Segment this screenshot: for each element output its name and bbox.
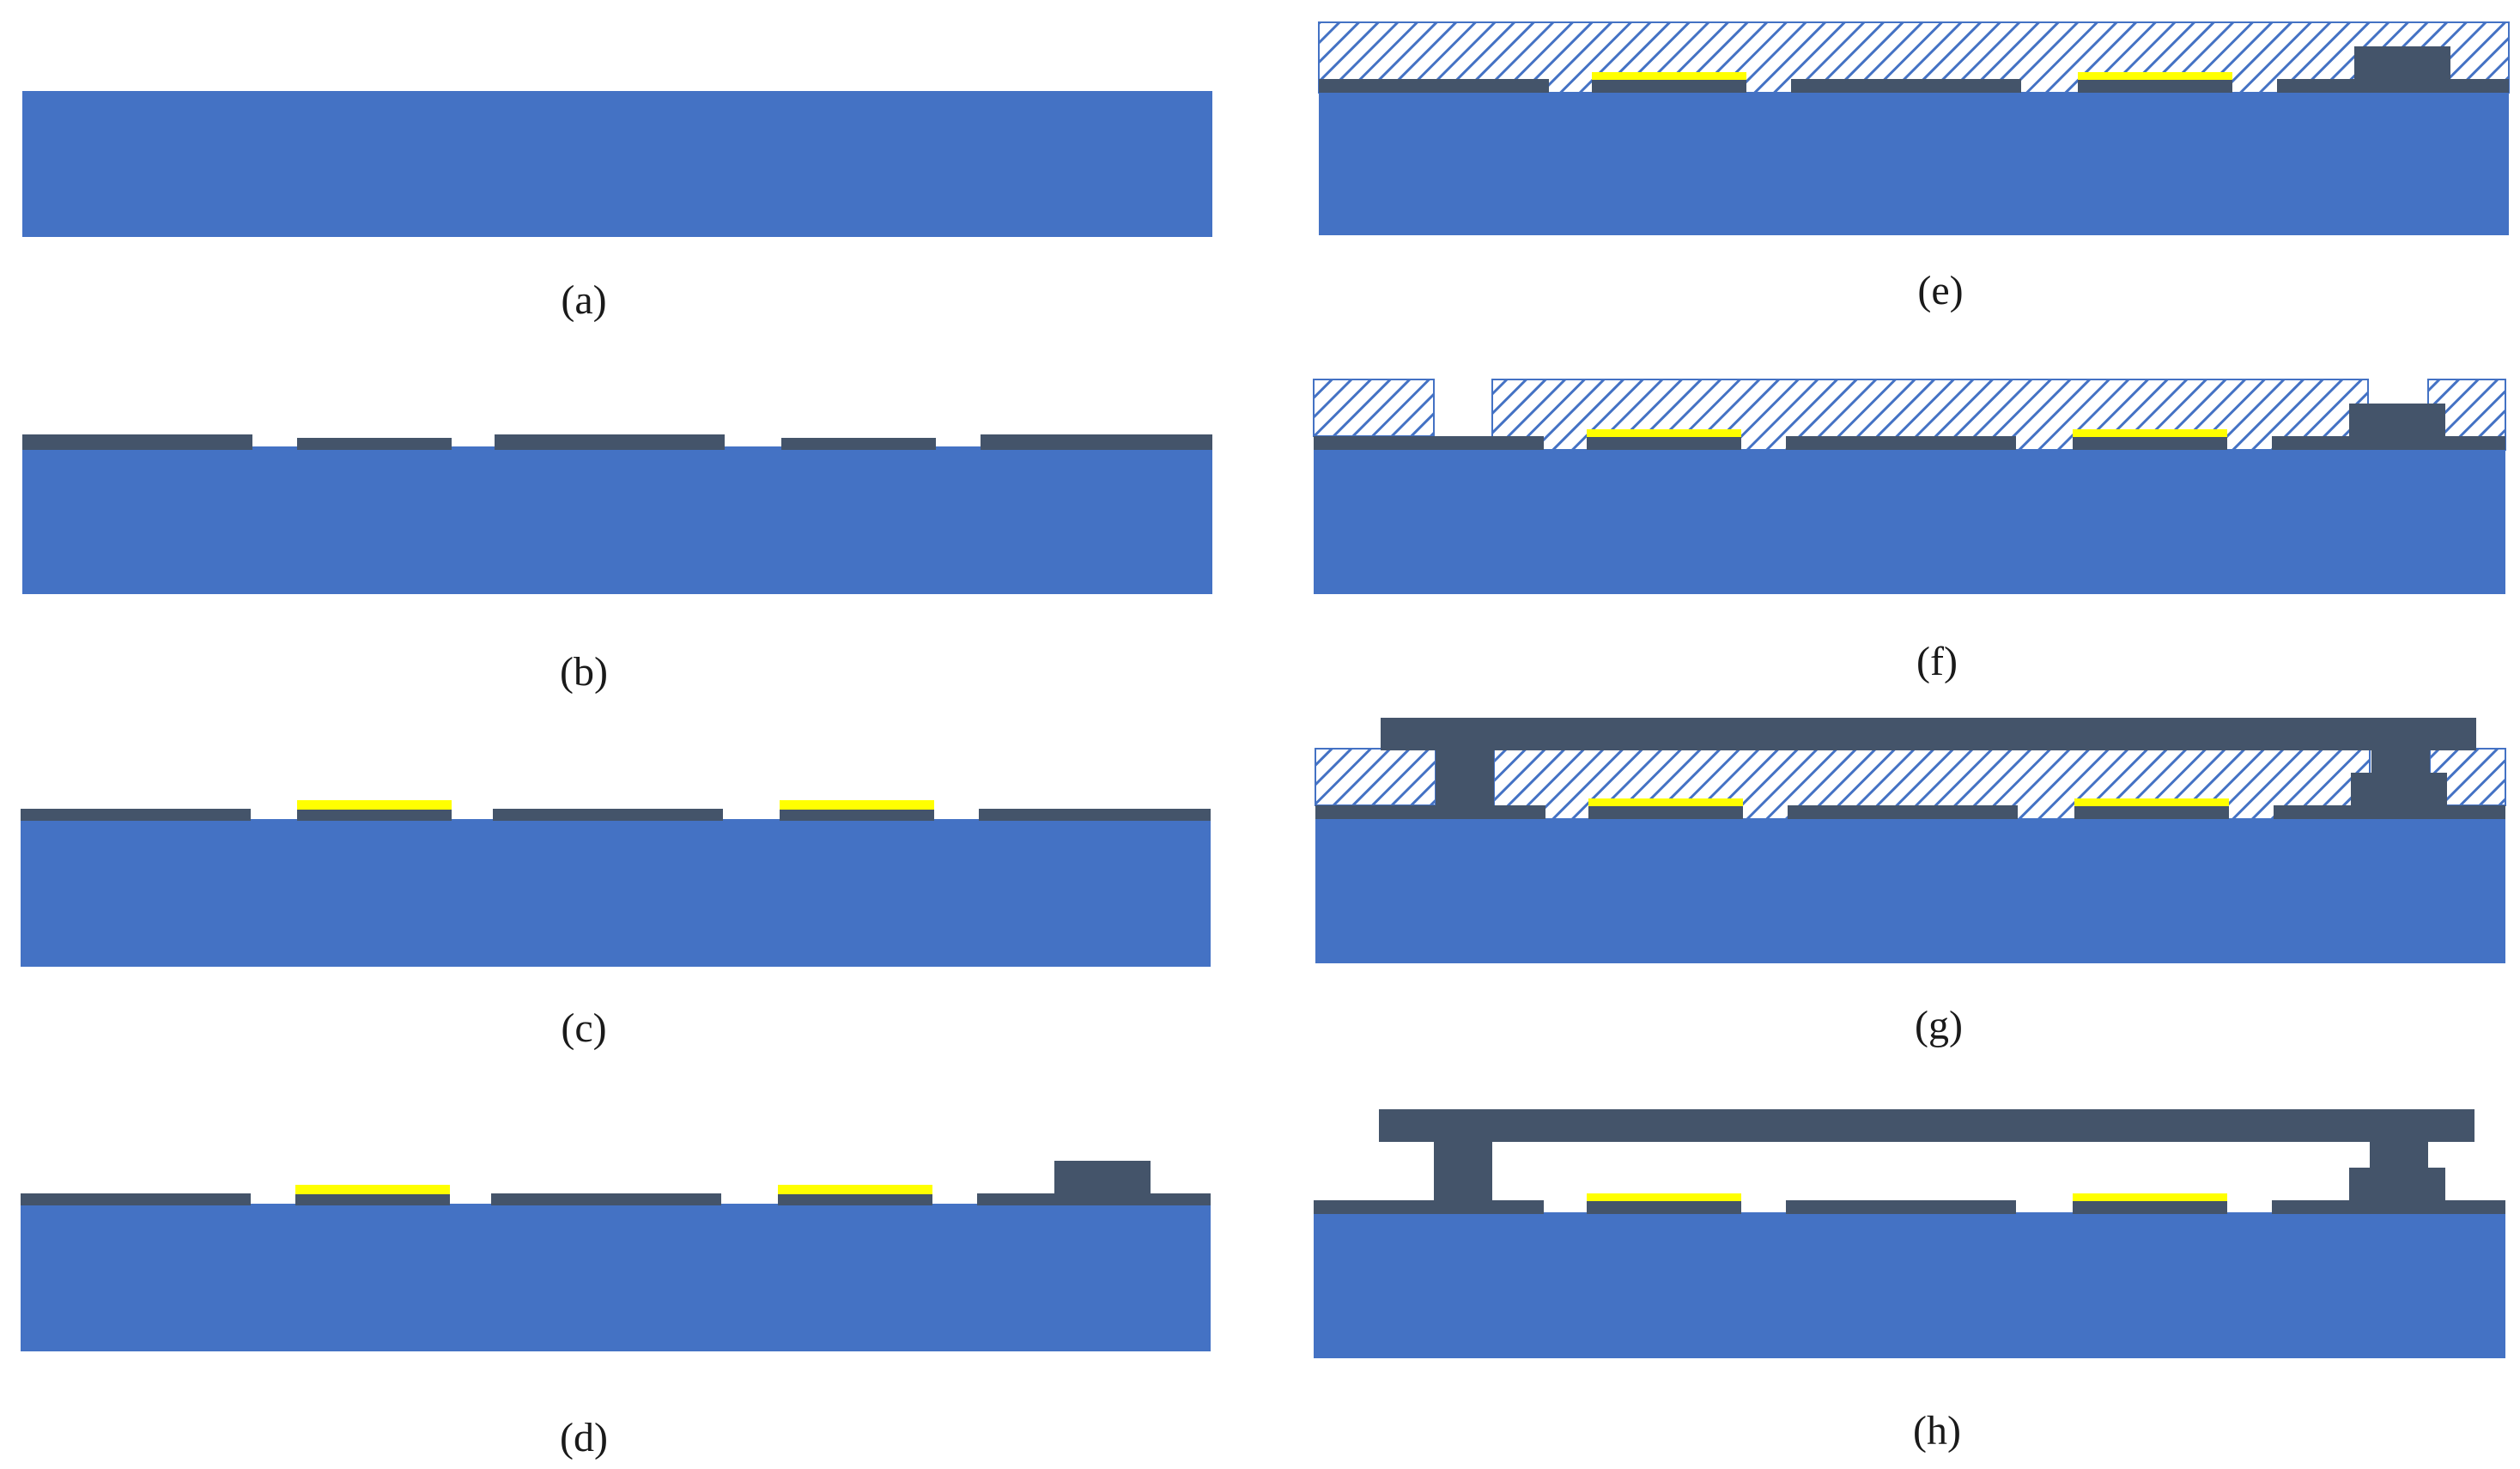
substrate	[1315, 817, 2505, 963]
step-h: (h)	[1314, 1109, 2505, 1454]
step-e: (e)	[1318, 21, 2510, 313]
caption-h: (h)	[1913, 1408, 1961, 1454]
electrodes	[297, 800, 934, 810]
electrode	[1592, 72, 1746, 80]
patterned-dark-layer	[21, 809, 1211, 821]
right-post	[2370, 1140, 2428, 1169]
bridge-beam	[1381, 718, 2476, 807]
electrode	[778, 1185, 932, 1194]
electrode	[1587, 1193, 1741, 1201]
electrode	[2073, 429, 2227, 437]
released-bridge-beam	[1379, 1109, 2474, 1202]
caption-b: (b)	[560, 649, 608, 695]
step-f: (f)	[1313, 379, 2506, 684]
patterned-dark-layer	[21, 1161, 1211, 1205]
top-beam	[1381, 718, 2476, 750]
electrode	[2074, 798, 2229, 806]
substrate	[21, 819, 1211, 967]
electrode	[780, 800, 934, 810]
step-g: (g)	[1315, 718, 2506, 1048]
electrodes	[1588, 798, 2229, 806]
electrodes	[1587, 429, 2227, 437]
substrate	[21, 1204, 1211, 1351]
substrate	[1319, 91, 2509, 235]
electrode	[1588, 798, 1743, 806]
caption-f: (f)	[1916, 639, 1958, 684]
anchor-block	[2354, 46, 2450, 81]
patterned-dark-layer	[1319, 46, 2509, 93]
patterned-dark-layer	[1314, 1168, 2505, 1214]
substrate	[1314, 448, 2505, 594]
right-post	[2371, 749, 2430, 774]
substrate	[1314, 1212, 2505, 1358]
electrodes	[1587, 1193, 2227, 1201]
caption-d: (d)	[560, 1415, 608, 1460]
anchor-block	[1054, 1161, 1151, 1195]
step-b: (b)	[22, 434, 1212, 695]
anchor-block	[2349, 1168, 2445, 1202]
electrodes	[295, 1185, 932, 1194]
patterned-dark-layer	[1314, 404, 2505, 450]
electrodes	[1592, 72, 2232, 80]
patterned-dark-layer	[22, 434, 1212, 450]
top-beam	[1379, 1109, 2474, 1142]
anchor-block	[2351, 773, 2447, 807]
left-post	[1434, 1140, 1492, 1202]
caption-g: (g)	[1915, 1003, 1963, 1048]
caption-c: (c)	[561, 1005, 606, 1051]
electrode	[2073, 1193, 2227, 1201]
electrode	[297, 800, 452, 810]
patterned-dark-layer	[1315, 773, 2505, 819]
substrate	[22, 446, 1212, 594]
step-a: (a)	[22, 91, 1212, 323]
caption-a: (a)	[561, 277, 606, 323]
left-post	[1436, 749, 1494, 807]
caption-e: (e)	[1917, 268, 1963, 313]
step-d: (d)	[21, 1161, 1211, 1460]
electrode	[2078, 72, 2232, 80]
electrode	[1587, 429, 1741, 437]
anchor-block	[2349, 404, 2445, 438]
electrode	[295, 1185, 450, 1194]
step-c: (c)	[21, 800, 1211, 1051]
substrate	[22, 91, 1212, 237]
